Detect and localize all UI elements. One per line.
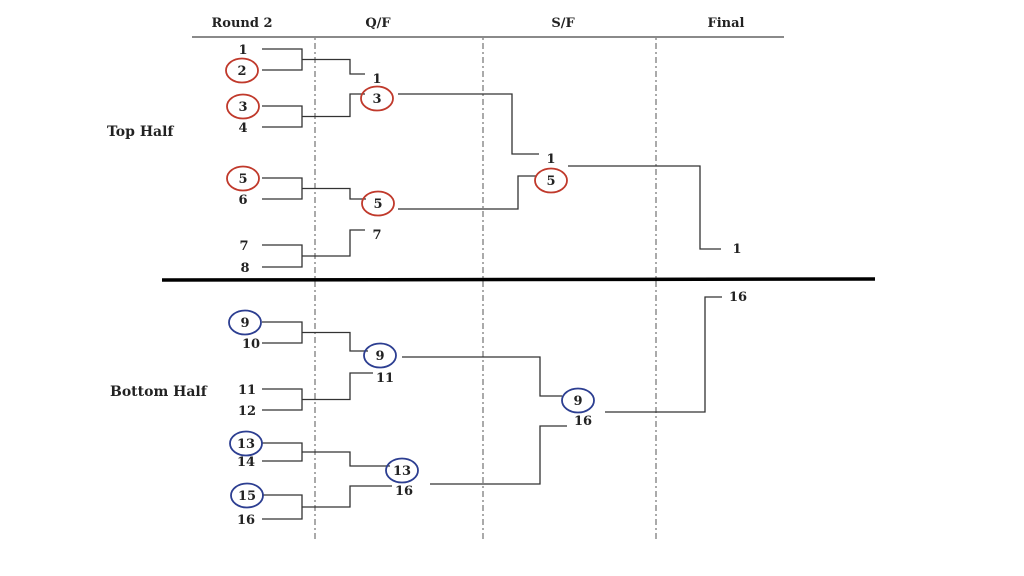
seed-r2-11: 11: [238, 383, 256, 398]
seed-r2-5: 5: [238, 172, 247, 187]
connector-qf-sf-1: [398, 93, 539, 155]
connector-r2-qf-5: [262, 321, 368, 352]
seed-r2-13: 13: [237, 437, 255, 452]
connector-r2-qf-3: [262, 177, 366, 200]
highlight-circle: [226, 93, 260, 120]
header-qf: Q/F: [365, 16, 391, 31]
seed-qf-13: 13: [393, 464, 411, 479]
highlight-circle: [534, 167, 568, 194]
seed-qf-3: 3: [372, 92, 381, 107]
highlight-circle: [363, 342, 397, 369]
connector-r2-qf-8: [262, 485, 392, 520]
seed-sf-16: 16: [574, 414, 592, 429]
seed-r2-6: 6: [238, 193, 247, 208]
connector-r2-qf-4: [262, 229, 365, 268]
seed-final-1: 1: [732, 242, 741, 257]
connector-qf-sf-3: [402, 356, 562, 397]
bracket-seeds: 1234567891011121314151613579111316159161…: [225, 43, 747, 528]
highlight-circle: [385, 457, 419, 484]
connector-qf-sf-4: [430, 425, 567, 485]
seed-r2-16: 16: [237, 513, 255, 528]
highlight-circle: [225, 57, 259, 84]
seed-r2-4: 4: [238, 121, 247, 136]
seed-final-16: 16: [729, 290, 747, 305]
highlight-circle: [226, 165, 260, 192]
highlight-circle: [561, 387, 595, 414]
connector-r2-qf-1: [262, 48, 365, 75]
seed-r2-9: 9: [240, 316, 249, 331]
seed-r2-1: 1: [238, 43, 247, 58]
seed-r2-15: 15: [238, 489, 256, 504]
highlight-circle: [228, 309, 262, 336]
connector-qf-sf-2: [398, 175, 537, 210]
seed-sf-9: 9: [573, 394, 582, 409]
seed-qf-5: 5: [373, 197, 382, 212]
seed-qf-7: 7: [372, 228, 381, 243]
connector-sf-final-2: [605, 296, 722, 413]
highlight-circle: [229, 430, 263, 457]
seed-r2-7: 7: [239, 239, 248, 254]
label-bottom-half: Bottom Half: [110, 384, 208, 400]
bracket-lines: [262, 48, 722, 520]
seed-r2-14: 14: [237, 455, 255, 470]
highlight-circle: [230, 482, 264, 509]
seed-sf-5: 5: [546, 174, 555, 189]
seed-qf-9: 9: [375, 349, 384, 364]
header-round2: Round 2: [211, 16, 272, 31]
seed-qf-1: 1: [372, 72, 381, 87]
connector-sf-final-1: [568, 165, 721, 250]
seed-qf-11: 11: [376, 371, 394, 386]
half-divider: [161, 277, 876, 282]
seed-r2-12: 12: [238, 404, 256, 419]
label-top-half: Top Half: [107, 124, 174, 140]
seed-sf-1: 1: [546, 152, 555, 167]
highlight-circle: [360, 85, 394, 112]
seed-r2-8: 8: [240, 261, 249, 276]
connector-r2-qf-2: [262, 93, 365, 128]
connector-r2-qf-6: [262, 372, 373, 411]
connector-r2-qf-7: [262, 442, 390, 467]
seed-r2-10: 10: [242, 337, 260, 352]
seed-r2-2: 2: [237, 64, 246, 79]
seed-r2-3: 3: [238, 100, 247, 115]
header-sf: S/F: [551, 16, 575, 31]
highlight-circle: [361, 190, 395, 217]
header-final: Final: [708, 16, 745, 31]
seed-qf-16: 16: [395, 484, 413, 499]
